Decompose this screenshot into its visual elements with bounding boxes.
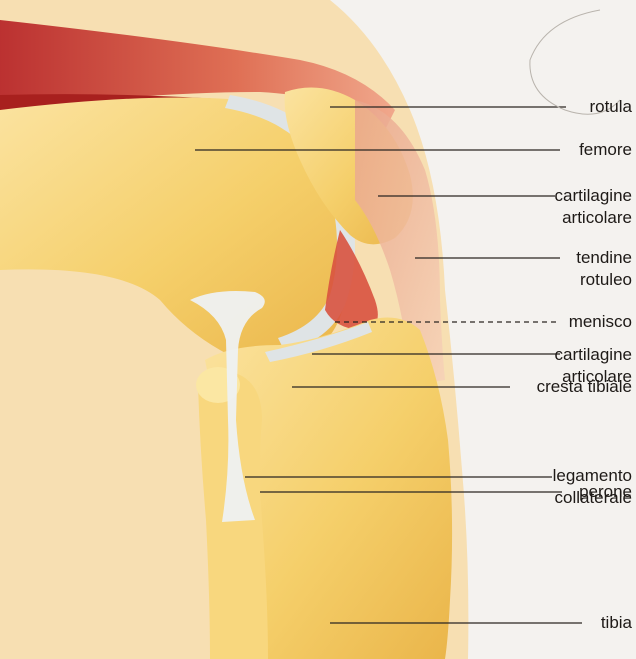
label-tibia: tibia: [601, 613, 632, 633]
label-cartilagine-inf-line1: cartilagine: [555, 345, 633, 365]
label-rotula: rotula: [589, 97, 632, 117]
label-tendine-line1: tendine: [576, 248, 632, 268]
label-cresta: cresta tibiale: [537, 377, 632, 397]
label-cartilagine-sup-line2: articolare: [562, 208, 632, 228]
label-perone: perone: [579, 482, 632, 502]
label-tendine-line2: rotuleo: [580, 270, 632, 290]
label-femore: femore: [579, 140, 632, 160]
label-cartilagine-sup-line1: cartilagine: [555, 186, 633, 206]
label-menisco: menisco: [569, 312, 632, 332]
